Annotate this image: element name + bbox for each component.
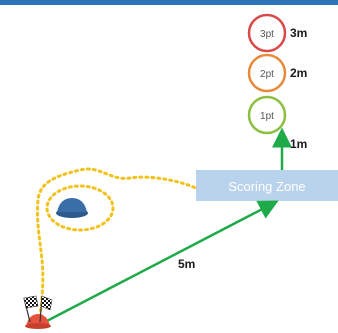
target-1pt-label: 1pt — [260, 111, 274, 122]
target-3pt-label: 3pt — [260, 29, 274, 40]
header-bar — [0, 0, 338, 5]
dotted-path — [36, 167, 202, 317]
target-2pt-label: 2pt — [260, 69, 274, 80]
start-cone-icon — [26, 314, 50, 326]
target-ring-2pt — [247, 53, 287, 93]
checkered-flag-icon — [23, 295, 53, 323]
start-marker — [23, 295, 53, 329]
scoring-zone-label: Scoring Zone — [228, 179, 305, 194]
dotted-loop — [45, 184, 115, 232]
target-3pt-distance: 3m — [290, 26, 307, 40]
target-2pt-distance: 2m — [290, 66, 307, 80]
main-path-distance: 5m — [178, 257, 195, 271]
scoring-zone — [196, 170, 338, 201]
main-path-arrow — [42, 200, 279, 325]
target-ring-3pt — [247, 13, 287, 53]
cone-icon — [56, 198, 88, 218]
target-1pt-distance: 1m — [290, 137, 307, 151]
target-ring-1pt — [247, 95, 287, 135]
